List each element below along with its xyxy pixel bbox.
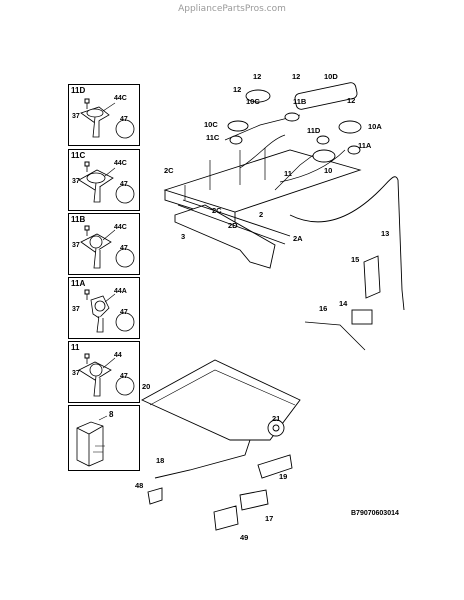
screw-callout: 37 — [72, 242, 80, 249]
inset-panel-8: 8 — [68, 405, 140, 471]
valve-11b-illustration — [80, 225, 135, 269]
callout-11: 11 — [284, 169, 292, 178]
callout-12: 12 — [347, 96, 355, 105]
knob-callout: 47 — [120, 116, 128, 123]
panel-id: 11D — [71, 86, 86, 95]
valve-11c-illustration — [78, 161, 135, 204]
screw-callout: 37 — [72, 306, 80, 313]
callout-18: 18 — [156, 456, 164, 465]
callout-16: 16 — [319, 304, 327, 313]
panel-id: 11B — [71, 215, 86, 224]
callout-12: 12 — [253, 72, 261, 81]
callout-10c: 10C — [204, 120, 218, 129]
callout-49: 49 — [240, 533, 248, 542]
burner-10 — [312, 149, 336, 163]
callout-2c: 2C — [164, 166, 174, 175]
watermark-text: AppliancePartsPros.com — [178, 4, 286, 14]
inset-panel-11a: 11A 37 44A 47 — [68, 277, 140, 339]
callout-14: 14 — [339, 299, 348, 308]
part-callout: 44A — [114, 288, 127, 295]
callout-15: 15 — [351, 255, 359, 264]
gas-line-13 — [289, 176, 405, 311]
inset-panel-11c: 11C 37 44C 47 — [68, 149, 140, 211]
callout-21: 21 — [272, 414, 280, 423]
diagram-code: B79070603014 — [351, 510, 399, 517]
inset-panel-11d: 11D 37 44C 47 — [68, 84, 140, 146]
burner-10c-top — [245, 89, 271, 103]
part-callout: 44C — [114, 160, 127, 167]
panel-id: 11A — [71, 279, 86, 288]
callout-13: 13 — [381, 229, 389, 238]
part-callout: 44C — [114, 95, 127, 102]
callout-11d: 11D — [307, 126, 321, 135]
burner-11d — [316, 135, 330, 145]
screw-callout: 37 — [72, 178, 80, 185]
callout-2d: 2D — [228, 221, 238, 230]
callout-10: 10 — [324, 166, 332, 175]
knob-callout: 47 — [120, 181, 128, 188]
burner-11b — [284, 112, 300, 122]
knob-callout: 47 — [120, 309, 128, 316]
callout-2c: 2C — [212, 206, 222, 215]
bottom-tray-20 — [140, 359, 301, 441]
panel-id: 11 — [71, 343, 80, 352]
callout-19: 19 — [279, 472, 287, 481]
inset-panel-11: 11 37 44 47 — [68, 341, 140, 403]
inset-panel-11b: 11B 37 44C 47 — [68, 213, 140, 275]
valve-11-illustration — [78, 353, 135, 397]
callout-48: 48 — [135, 481, 143, 490]
callout-2: 2 — [259, 210, 263, 219]
knob-callout: 47 — [120, 373, 128, 380]
module-8-illustration — [76, 415, 108, 467]
panel-id: 11C — [71, 151, 86, 160]
knob-callout: 47 — [120, 245, 128, 252]
callout-11b: 11B — [293, 97, 307, 106]
screw-callout: 37 — [72, 113, 80, 120]
screw-callout: 37 — [72, 370, 80, 377]
burner-11c — [229, 135, 243, 145]
valve-11d-illustration — [80, 98, 135, 139]
part-callout: 44 — [114, 352, 122, 359]
callout-20: 20 — [142, 382, 150, 391]
callout-10d: 10D — [324, 72, 338, 81]
callout-10c: 10C — [246, 97, 260, 106]
valve-11a-illustration — [84, 289, 135, 333]
callout-11a: 11A — [358, 141, 372, 150]
part-callout: 44C — [114, 224, 127, 231]
manifold-tray — [163, 149, 362, 213]
callout-3: 3 — [181, 232, 185, 241]
callout-10a: 10A — [368, 122, 382, 131]
callout-11c: 11C — [206, 133, 220, 142]
griddle-burner-10d — [294, 82, 358, 110]
callout-12: 12 — [292, 72, 300, 81]
burner-10a — [338, 120, 362, 134]
callout-12: 12 — [233, 85, 241, 94]
callout-17: 17 — [265, 514, 273, 523]
burner-11a — [347, 145, 361, 155]
burner-10c — [227, 120, 249, 132]
callout-2a: 2A — [293, 234, 303, 243]
regulator-14 — [351, 309, 373, 325]
panel-id: 8 — [109, 410, 114, 419]
line-16 — [304, 321, 366, 351]
